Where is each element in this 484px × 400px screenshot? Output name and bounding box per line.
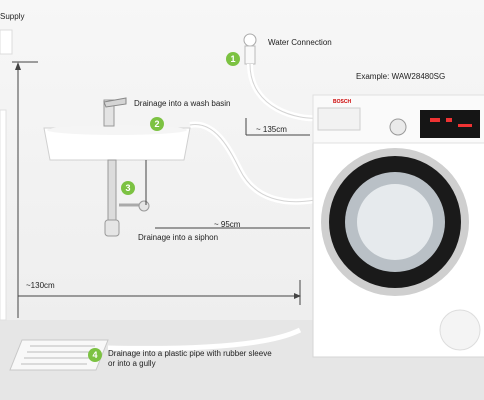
water-connection-label: Water Connection xyxy=(268,38,332,47)
supply-label: Supply xyxy=(0,12,25,21)
siphon-trap xyxy=(104,219,120,237)
dimension-95-label: ~ 95cm xyxy=(214,220,241,229)
drain-basin-label: Drainage into a wash basin xyxy=(134,99,231,108)
floor-drain xyxy=(9,339,109,371)
dimension-130-label: ~130cm xyxy=(26,281,55,290)
filter-cover xyxy=(439,309,481,351)
dimension-135-label: ~ 135cm xyxy=(256,125,287,134)
tap-spout xyxy=(103,97,127,108)
drain-hose xyxy=(189,121,316,205)
step-badge-2: 2 xyxy=(150,117,164,131)
drain-siphon-label: Drainage into a siphon xyxy=(138,233,219,242)
drain-grate-slots xyxy=(21,345,95,365)
supply-tap xyxy=(0,29,13,55)
brand-logo: BOSCH xyxy=(333,99,352,105)
drain-pipe-label-line1: Drainage into a plastic pipe with rubber… xyxy=(108,349,272,358)
inlet-hose-edge xyxy=(249,63,319,119)
arrow-right-icon xyxy=(294,293,301,299)
wall-pipe xyxy=(0,109,7,321)
step-badge-3: 3 xyxy=(121,181,135,195)
step-badge-4: 4 xyxy=(88,348,102,362)
valve-body xyxy=(244,45,256,65)
washing-machine xyxy=(312,94,484,358)
siphon-connector xyxy=(138,200,150,212)
floor-hose xyxy=(107,327,302,351)
drain-pipe-label-line2: or into a gully xyxy=(108,359,156,368)
detergent-drawer xyxy=(317,107,361,131)
water-valve xyxy=(243,33,257,47)
arrow-up-icon xyxy=(15,62,21,70)
drain-hose-edge xyxy=(189,124,316,203)
step-badge-1: 1 xyxy=(226,52,240,66)
inlet-hose xyxy=(247,63,319,122)
basin-rim xyxy=(47,125,187,135)
basin-tap xyxy=(103,99,115,127)
example-model-label: Example: WAW28480SG xyxy=(356,72,446,81)
program-knob xyxy=(389,118,407,136)
siphon-pipe xyxy=(107,159,117,223)
